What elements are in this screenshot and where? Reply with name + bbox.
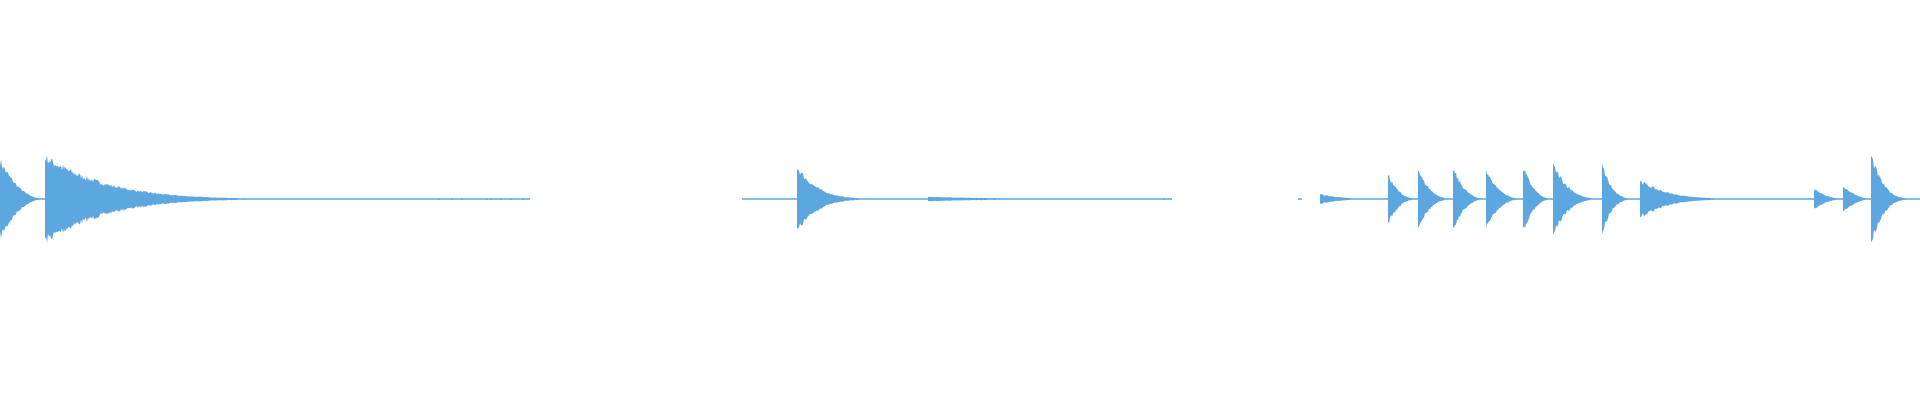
- waveform-segment-6: [1298, 198, 1300, 200]
- waveform-segment-1: [45, 155, 450, 243]
- waveform-segment-12: [1523, 169, 1553, 229]
- waveform-segment-8: [1388, 174, 1418, 224]
- waveform-speckle-7: [522, 198, 524, 200]
- waveform-speckle-1: [451, 198, 453, 200]
- waveform-segment-16: [1814, 189, 1843, 209]
- waveform-speckle-5: [500, 198, 502, 200]
- waveform-segment-13: [1553, 162, 1602, 236]
- waveform-speckle-6: [510, 198, 512, 200]
- waveform-segment-14: [1602, 163, 1640, 235]
- waveform-segment-17: [1843, 187, 1871, 211]
- waveform-speckle-4: [490, 198, 492, 200]
- waveform-speckle-3: [486, 198, 488, 200]
- waveform-segment-0: [0, 159, 45, 239]
- waveform-segment-9: [1418, 170, 1453, 228]
- waveform-speckle-2: [461, 198, 463, 200]
- waveform-segment-7: [1320, 194, 1388, 204]
- waveform-segment-4: [797, 169, 928, 229]
- waveform-segment-5: [928, 196, 1172, 202]
- waveform-segment-10: [1453, 169, 1486, 229]
- waveform-speckle-0: [438, 198, 440, 200]
- waveform-segment-15: [1640, 180, 1814, 218]
- waveform-segment-11: [1486, 169, 1523, 229]
- waveform-speckle-9: [1300, 198, 1302, 200]
- waveform-speckle-8: [1163, 198, 1165, 200]
- waveform-segment-18: [1871, 155, 1920, 243]
- waveform-track: [0, 155, 1920, 243]
- waveform-segment-3: [742, 198, 797, 200]
